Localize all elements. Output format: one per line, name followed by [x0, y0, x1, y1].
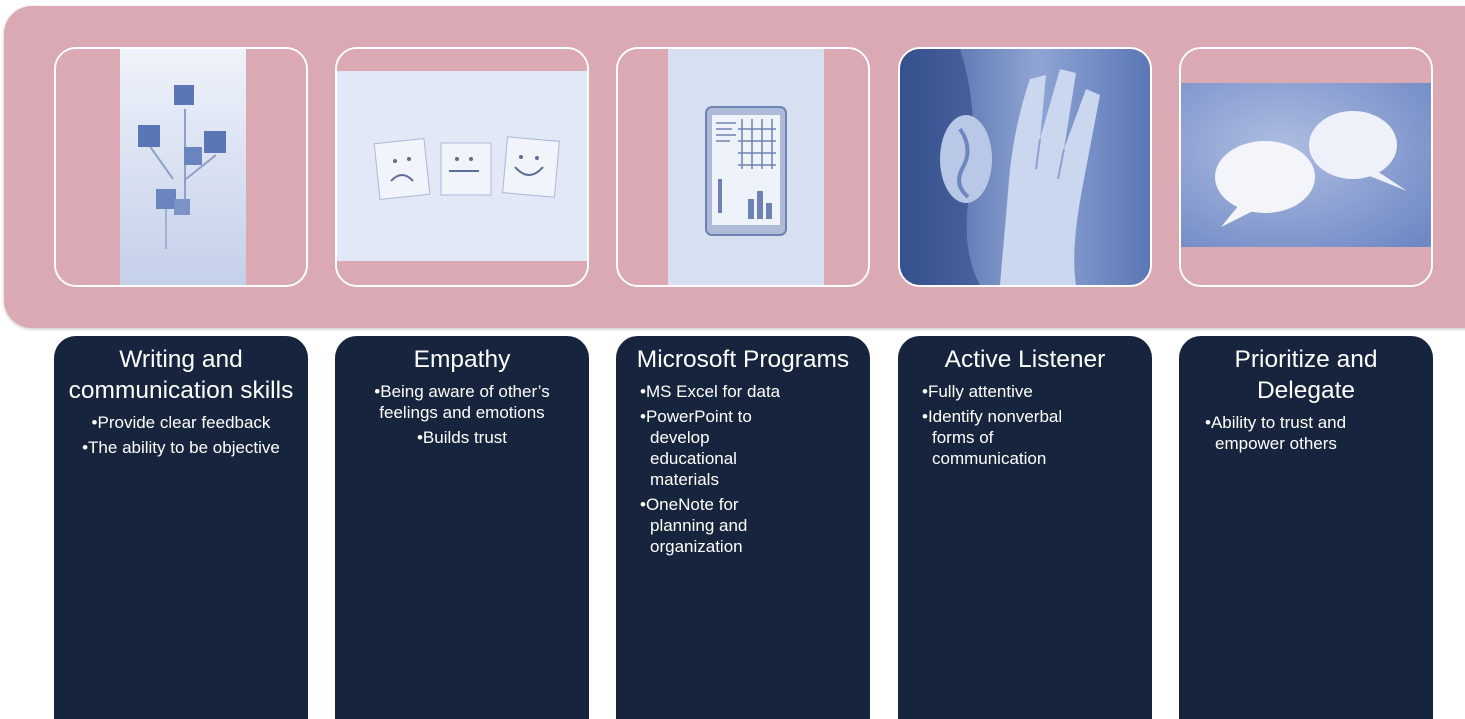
skill-box-empathy: Empathy Being aware of other’s feelings … — [335, 336, 589, 719]
bullet-item: Being aware of other’s feelings and emot… — [347, 381, 577, 423]
skill-box-listener: Active Listener Fully attentive Identify… — [898, 336, 1152, 719]
bullet-item: OneNote for planning and organization — [640, 494, 790, 557]
bullet-item: Identify nonverbal forms of communicatio… — [922, 406, 1082, 469]
skill-title: Prioritize and Delegate — [1234, 346, 1378, 404]
skill-title: Empathy — [413, 346, 511, 373]
skill-box-microsoft: Microsoft Programs MS Excel for data Pow… — [616, 336, 870, 719]
bullet-list: Being aware of other’s feelings and emot… — [347, 381, 577, 448]
skill-box-writing: Writing and communication skills Provide… — [54, 336, 308, 719]
bullet-item: Builds trust — [347, 427, 577, 448]
picture-frame-prioritize — [1179, 47, 1433, 287]
bullet-item: Ability to trust and empower others — [1205, 412, 1415, 454]
hand-to-ear-icon — [900, 49, 1150, 285]
bullet-list: Fully attentive Identify nonverbal forms… — [910, 381, 1140, 469]
emotion-faces-icon — [337, 49, 587, 285]
picture-frame-writing — [54, 47, 308, 287]
bullet-item: Provide clear feedback — [66, 412, 296, 433]
skill-box-prioritize: Prioritize and Delegate Ability to trust… — [1179, 336, 1433, 719]
bullet-item: The ability to be objective — [66, 437, 296, 458]
bullet-list: MS Excel for data PowerPoint to develop … — [628, 381, 858, 557]
speech-bubbles-icon — [1181, 49, 1431, 285]
speech-bubbles-cubes-icon — [56, 49, 306, 285]
skill-title: Microsoft Programs — [636, 346, 850, 373]
skill-title: Active Listener — [944, 346, 1106, 373]
bullet-list: Ability to trust and empower others — [1191, 412, 1421, 454]
bullet-item: MS Excel for data — [640, 381, 858, 402]
picture-frame-empathy — [335, 47, 589, 287]
picture-frame-listener — [898, 47, 1152, 287]
bullet-item: Fully attentive — [922, 381, 1140, 402]
tablet-chart-icon — [618, 49, 868, 285]
picture-frame-microsoft — [616, 47, 870, 287]
skill-title: Writing and communication skills — [68, 346, 294, 404]
bullet-item: PowerPoint to develop educational materi… — [640, 406, 790, 490]
bullet-list: Provide clear feedback The ability to be… — [66, 412, 296, 458]
